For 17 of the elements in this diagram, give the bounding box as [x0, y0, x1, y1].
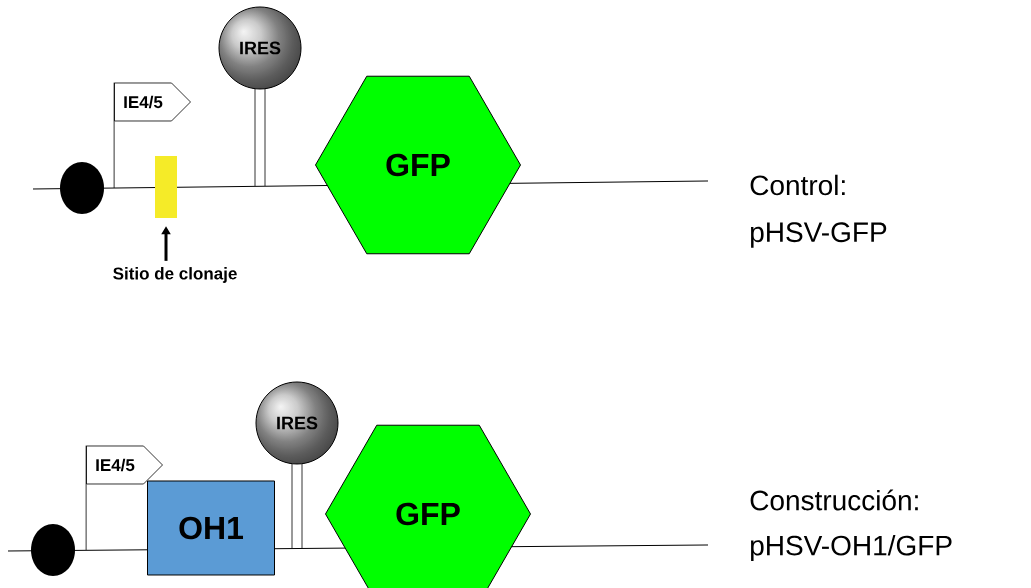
- ires-sphere: IRES: [255, 381, 339, 465]
- ires-sphere: IRES: [218, 6, 302, 90]
- gfp-hexagon: GFP: [315, 75, 521, 255]
- gfp-hexagon: GFP: [325, 424, 531, 588]
- promoter-line: [85, 445, 87, 551]
- construct-label: pHSV-GFP: [751, 222, 887, 248]
- promoter-flag: IE4/5: [86, 445, 163, 485]
- construct-label: Construcción:: [750, 489, 918, 511]
- promoter-flag: IE4/5: [114, 82, 191, 122]
- construct-label: Control:: [750, 174, 845, 196]
- site-label: Sitio de clonaje: [113, 267, 237, 283]
- promoter-oval: [60, 162, 104, 214]
- construct-label: pHSV-OH1/GFP: [751, 534, 952, 562]
- cloning-site-bar: [155, 156, 177, 218]
- promoter-line: [113, 82, 115, 189]
- promoter-oval: [31, 524, 75, 576]
- gene-box: OH1: [147, 480, 275, 576]
